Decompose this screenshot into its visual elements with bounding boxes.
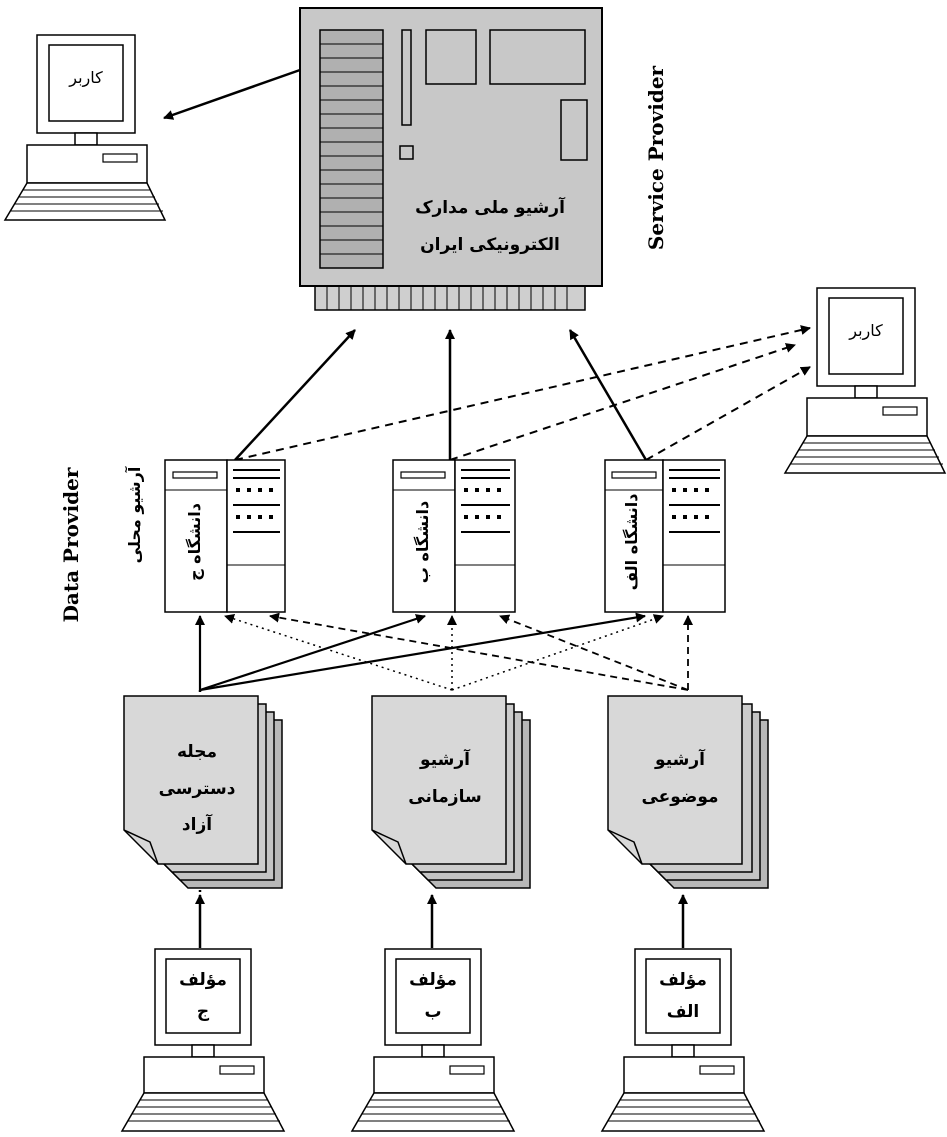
author-upload-arrows xyxy=(195,690,688,948)
data-provider-label: Data Provider xyxy=(59,467,83,622)
university-server-b: دانشگاه ب xyxy=(392,459,516,613)
repository-institutional-archive: آرشیو سازمانی xyxy=(371,695,531,889)
service-provider-label: Service Provider xyxy=(644,65,668,250)
university-server-c-label: دانشگاه ج xyxy=(185,503,204,581)
local-archive-label: آرشیو محلی xyxy=(124,466,144,563)
national-archive-name-line2: الکترونیکی ایران xyxy=(420,235,560,255)
university-server-a: دانشگاه الف xyxy=(604,459,726,613)
repository-1-line1: مجله xyxy=(177,742,217,762)
university-server-c: دانشگاه ج xyxy=(164,459,286,613)
repository-2-line1: آرشیو xyxy=(419,748,471,770)
national-archive-server: آرشیو ملی مدارک الکترونیکی ایران xyxy=(299,7,603,311)
author-a-line1: مؤلف xyxy=(659,970,707,990)
author-b-line2: ب xyxy=(424,1002,441,1022)
user-computer-1: کاربر xyxy=(3,34,167,221)
author-b-line1: مؤلف xyxy=(409,970,457,990)
repository-1-line3: آزاد xyxy=(182,813,213,835)
deposit-arrows-solid xyxy=(195,612,646,692)
repository-1-line2: دسترسی xyxy=(159,779,236,799)
direct-access-arrows xyxy=(234,325,811,461)
repository-2-line2: سازمانی xyxy=(408,787,481,807)
author-c-line1: مؤلف xyxy=(179,970,227,990)
author-computer-c: مؤلف ج xyxy=(120,948,286,1132)
university-server-a-label: دانشگاه الف xyxy=(622,494,641,591)
repository-3-line1: آرشیو xyxy=(654,748,706,770)
national-archive-name-line1: آرشیو ملی مدارک xyxy=(415,196,566,218)
user-computer-2-label: کاربر xyxy=(848,321,883,341)
author-c-line2: ج xyxy=(197,1002,210,1022)
deposit-arrows-dotted xyxy=(224,614,664,691)
author-computer-b: مؤلف ب xyxy=(350,948,516,1132)
repository-3-line2: موضوعی xyxy=(641,787,718,807)
repository-subject-archive: آرشیو موضوعی xyxy=(607,695,769,889)
university-server-b-label: دانشگاه ب xyxy=(413,501,432,583)
user-computer-2: کاربر xyxy=(783,287,947,474)
repository-open-access-journal: مجله دسترسی آزاد xyxy=(123,695,283,889)
user-computer-1-label: کاربر xyxy=(68,68,103,88)
harvest-arrows xyxy=(163,68,648,461)
deposit-arrows-dashed xyxy=(269,612,693,691)
author-computer-a: مؤلف الف xyxy=(600,948,766,1132)
author-a-line2: الف xyxy=(667,1002,699,1022)
